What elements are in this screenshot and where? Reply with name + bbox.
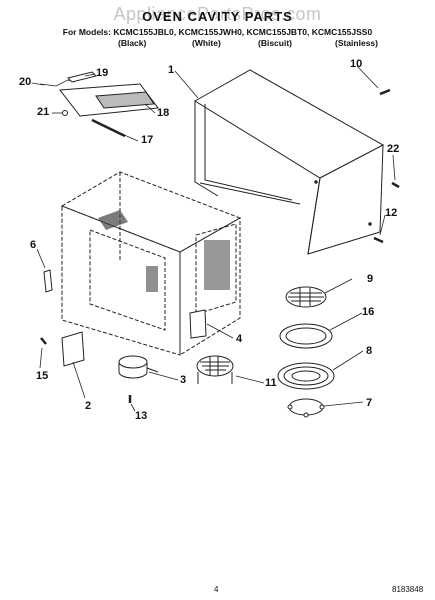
vent-assembly xyxy=(39,71,159,138)
callout-10: 10 xyxy=(350,58,363,70)
callout-19: 19 xyxy=(96,67,109,79)
callout-18: 18 xyxy=(157,107,170,119)
cavity-vent-grille xyxy=(98,210,230,292)
finish-labels: (Black) (White) (Biscuit) (Stainless) xyxy=(0,38,435,50)
callout-20: 20 xyxy=(19,76,32,88)
turntable-tray xyxy=(277,362,335,390)
callout-13: 13 xyxy=(135,410,148,422)
callout-1: 1 xyxy=(168,64,175,76)
callout-6: 6 xyxy=(30,239,37,251)
turntable-motor xyxy=(118,355,159,379)
callout-9: 9 xyxy=(367,273,374,285)
callout-2: 2 xyxy=(85,400,92,412)
callout-8: 8 xyxy=(366,345,373,357)
finish-label: (White) xyxy=(192,38,221,48)
small-parts xyxy=(43,269,207,367)
callout-21: 21 xyxy=(37,106,50,118)
document-number: 8183848 xyxy=(392,585,424,594)
callout-3: 3 xyxy=(180,374,187,386)
leader-lines xyxy=(31,65,396,412)
finish-label: (Stainless) xyxy=(335,38,378,48)
model-list: For Models: KCMC155JBL0, KCMC155JWH0, KC… xyxy=(62,27,373,37)
callout-16: 16 xyxy=(362,306,375,318)
outer-wrapper xyxy=(194,69,385,255)
watermark: AppliancePartsPros.com xyxy=(113,4,322,24)
page-number: 4 xyxy=(214,585,219,594)
oven-cavity xyxy=(60,171,242,356)
page-title: OVEN CAVITY PARTS xyxy=(142,9,293,24)
screws xyxy=(40,88,400,403)
roller-ring xyxy=(287,398,325,418)
crisper-pan xyxy=(279,323,333,349)
callout-12: 12 xyxy=(385,207,398,219)
support-rack xyxy=(196,355,234,384)
callout-17: 17 xyxy=(141,134,154,146)
finish-label: (Black) xyxy=(118,38,147,48)
finish-label: (Biscuit) xyxy=(258,38,292,48)
callout-11: 11 xyxy=(265,377,277,389)
callout-4: 4 xyxy=(236,333,243,345)
callout-22: 22 xyxy=(387,143,400,155)
callout-7: 7 xyxy=(366,397,373,409)
grill-rack xyxy=(285,286,327,308)
callout-15: 15 xyxy=(36,370,49,382)
